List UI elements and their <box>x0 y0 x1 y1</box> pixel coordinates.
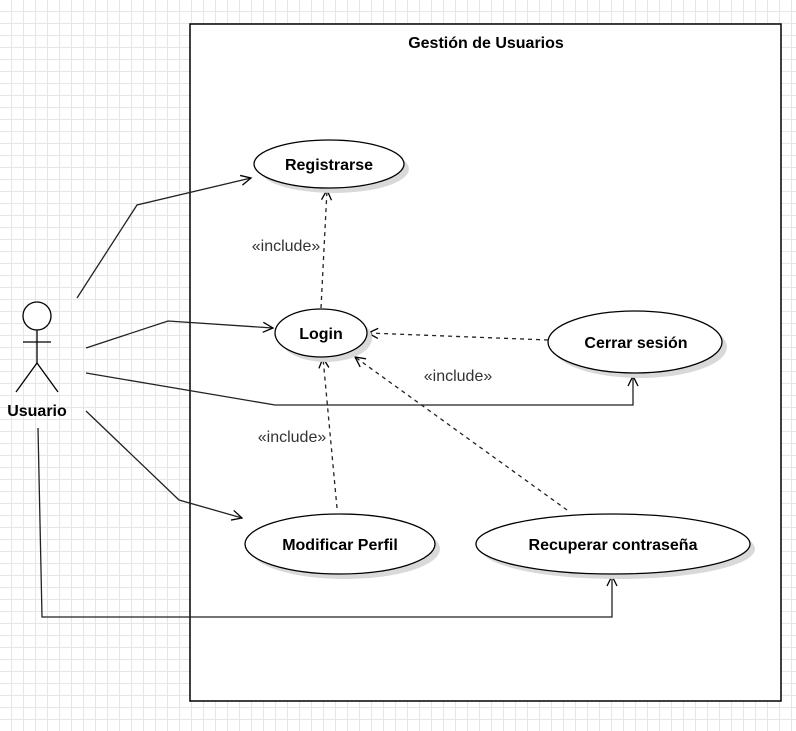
use-case-cerrar-sesion[interactable]: Cerrar sesión <box>547 310 727 378</box>
use-case-registrarse[interactable]: Registrarse <box>253 139 409 193</box>
use-case-label: Registrarse <box>285 157 373 174</box>
extend-line-recuperar <box>353 356 568 511</box>
use-case-recuperar-contrasena[interactable]: Recuperar contraseña <box>475 513 755 579</box>
include-line-cerrar <box>366 327 549 341</box>
use-case-label: Login <box>299 326 343 343</box>
use-case-modificar-perfil[interactable]: Modificar Perfil <box>244 513 440 579</box>
include-line-registrarse <box>320 188 333 309</box>
assoc-recuperar <box>37 427 618 618</box>
include-label-modificar: «include» <box>258 429 327 446</box>
include-label-cerrar: «include» <box>424 368 493 385</box>
assoc-login <box>85 320 275 349</box>
assoc-modificar-perfil <box>85 410 244 521</box>
include-label-registrarse: «include» <box>252 238 321 255</box>
use-case-label: Recuperar contraseña <box>529 537 698 554</box>
associations <box>37 174 639 618</box>
stick-figure-icon <box>15 301 59 393</box>
assoc-registrarse <box>76 174 253 299</box>
system-title: Gestión de Usuarios <box>408 35 564 52</box>
dependencies <box>318 188 568 511</box>
include-line-modificar <box>318 356 338 509</box>
use-case-label: Cerrar sesión <box>584 335 687 352</box>
use-case-login[interactable]: Login <box>274 308 372 362</box>
use-case-label: Modificar Perfil <box>282 537 398 554</box>
actor-label: Usuario <box>7 403 67 420</box>
actor-usuario[interactable]: Usuario <box>7 301 67 420</box>
assoc-cerrar-sesion <box>85 372 639 406</box>
